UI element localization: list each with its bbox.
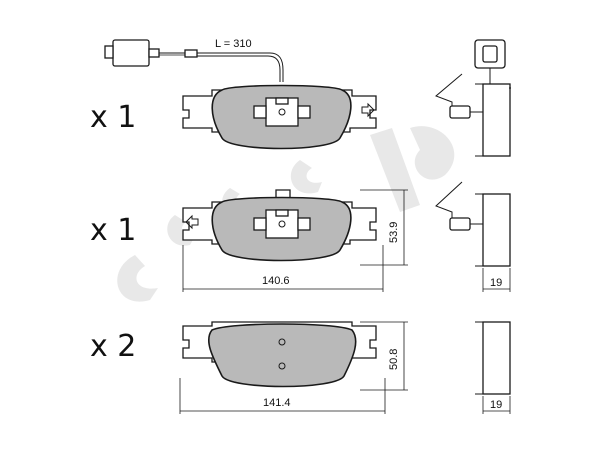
dimension-lines-middle xyxy=(182,189,408,292)
brake-pad-top-side-view xyxy=(435,39,511,157)
brake-pad-middle xyxy=(182,189,377,262)
height-dimension-label: 53.9 xyxy=(388,222,400,243)
brake-pad-top: L = 310 xyxy=(104,38,377,150)
height-dimension-label: 50.8 xyxy=(388,349,400,370)
brake-pad-bottom xyxy=(182,321,377,388)
brake-pad-bottom-side-view xyxy=(475,321,511,414)
cable-length-label: L = 310 xyxy=(215,38,252,50)
direction-arrow-icon xyxy=(185,214,199,230)
thickness-dimension-label: 19 xyxy=(490,277,502,289)
quantity-label-middle: x 1 xyxy=(90,213,136,248)
thickness-dimension-label: 19 xyxy=(490,399,502,411)
quantity-label-bottom: x 2 xyxy=(90,329,136,364)
direction-arrow-icon xyxy=(361,102,375,118)
brake-pad-middle-side-view xyxy=(435,181,511,292)
wear-sensor-connector xyxy=(104,39,284,82)
quantity-label-top: x 1 xyxy=(90,100,136,135)
width-dimension-label: 141.4 xyxy=(263,397,291,409)
dimension-lines-bottom xyxy=(179,321,408,414)
width-dimension-label: 140.6 xyxy=(262,275,290,287)
